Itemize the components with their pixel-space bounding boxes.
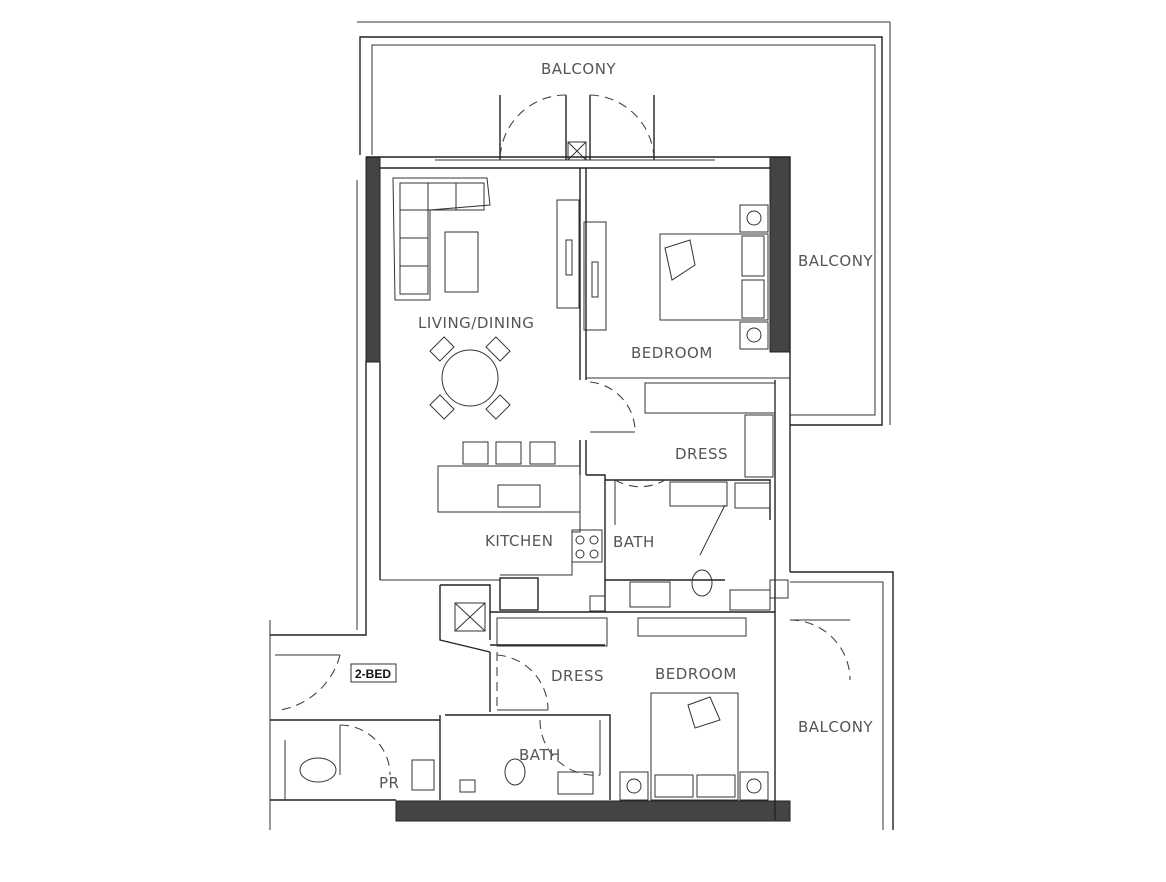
dining-table <box>429 336 511 420</box>
doors <box>275 381 851 776</box>
room-label-living-dining: LIVING/DINING <box>418 314 534 332</box>
powder-room-fixtures <box>299 757 435 791</box>
balcony-frame-top <box>357 21 891 426</box>
master-wardrobe <box>644 382 776 509</box>
room-label-balcony-top: BALCONY <box>541 60 616 78</box>
interior-walls <box>380 168 790 820</box>
room-label-dress-second: DRESS <box>551 667 604 685</box>
room-label-bedroom-second: BEDROOM <box>655 665 737 683</box>
master-bath-fixtures <box>629 569 789 611</box>
unit-tag-box <box>350 663 397 683</box>
room-label-bath-second: BATH <box>519 746 561 764</box>
bar-stools <box>462 441 556 465</box>
tv-units <box>556 199 607 331</box>
room-label-balcony-right-lower: BALCONY <box>798 718 873 736</box>
unit-tag: 2-BED <box>355 667 391 681</box>
room-label-powder-room: PR <box>379 774 399 792</box>
second-wardrobe <box>454 602 608 647</box>
room-label-kitchen: KITCHEN <box>485 532 554 550</box>
room-label-bath-master: BATH <box>613 533 655 551</box>
room-label-bedroom-master: BEDROOM <box>631 344 713 362</box>
room-label-dress-master: DRESS <box>675 445 728 463</box>
exterior-walls <box>269 156 791 830</box>
balcony-doors <box>499 94 655 161</box>
balcony-frame-lower <box>790 571 894 830</box>
second-bath-fixtures <box>459 758 594 795</box>
kitchen-counter <box>437 465 606 612</box>
sofa <box>392 177 491 301</box>
second-bed <box>619 617 769 801</box>
master-bed <box>659 204 769 350</box>
room-label-balcony-right-upper: BALCONY <box>798 252 873 270</box>
